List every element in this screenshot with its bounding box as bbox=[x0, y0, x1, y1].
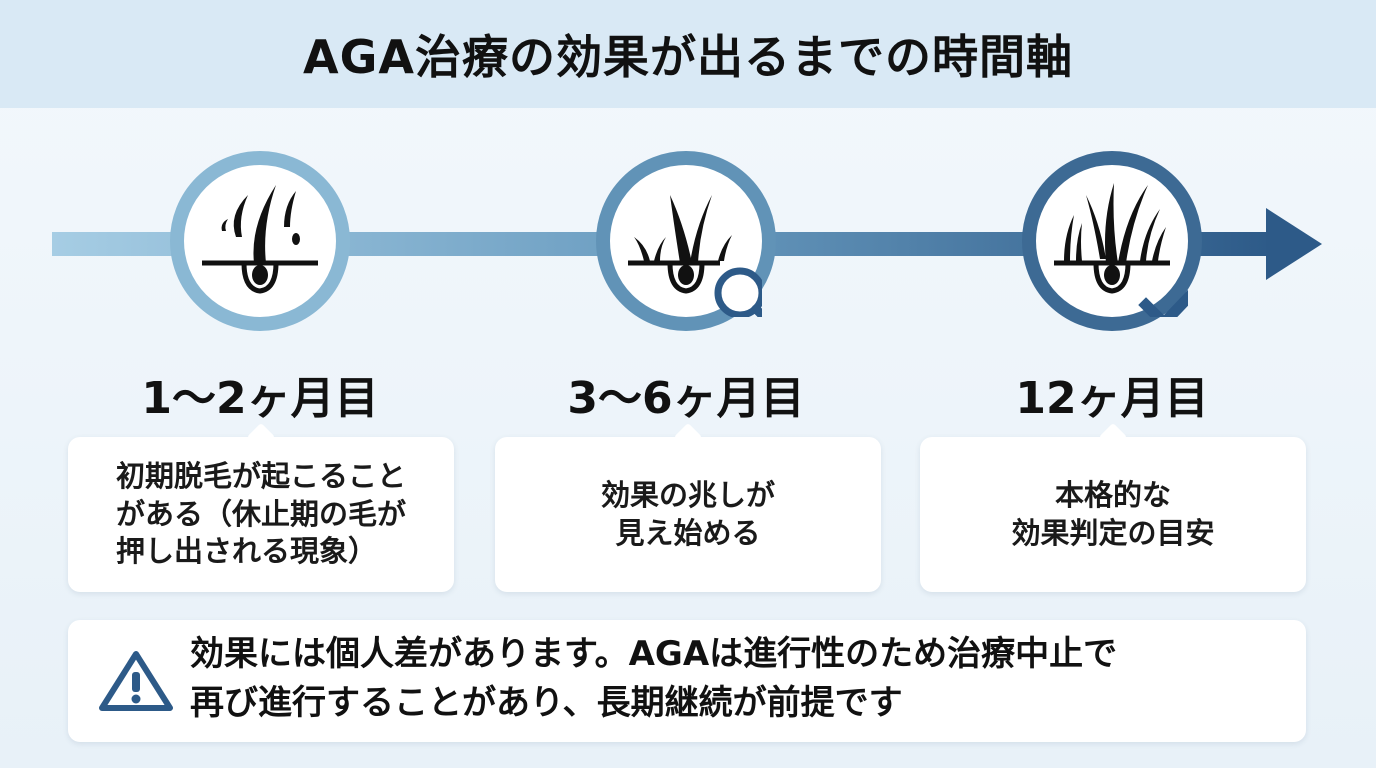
stage-1-label: 1〜2ヶ月目 bbox=[141, 373, 379, 424]
stage-2-circle bbox=[596, 151, 776, 331]
hair-follicle-check-icon bbox=[1054, 183, 1188, 317]
hair-follicle-shedding-icon bbox=[202, 185, 318, 294]
disclaimer-note: 効果には個人差があります。AGAは進行性のため治療中止で 再び進行することがあり… bbox=[68, 620, 1306, 742]
stage-3-description: 本格的な 効果判定の目安 bbox=[1011, 477, 1215, 550]
stage-2-label: 3〜6ヶ月目 bbox=[567, 373, 805, 424]
stage-3-label: 12ヶ月目 bbox=[1015, 373, 1209, 424]
header-banner: AGA治療の効果が出るまでの時間軸 bbox=[0, 0, 1376, 108]
stage-3-card: 本格的な 効果判定の目安 bbox=[920, 437, 1306, 592]
disclaimer-text: 効果には個人差があります。AGAは進行性のため治療中止で 再び進行することがあり… bbox=[190, 634, 1118, 724]
stage-2-card: 効果の兆しが 見え始める bbox=[495, 437, 881, 592]
stage-2-description: 効果の兆しが 見え始める bbox=[600, 477, 775, 550]
hair-follicle-magnifier-icon bbox=[628, 195, 762, 317]
warning-icon bbox=[99, 651, 173, 711]
stage-1-circle bbox=[170, 151, 350, 331]
page-title: AGA治療の効果が出るまでの時間軸 bbox=[303, 30, 1073, 84]
stage-3-circle bbox=[1022, 151, 1202, 331]
stage-1-card: 初期脱毛が起こること がある（休止期の毛が 押し出される現象） bbox=[68, 437, 454, 592]
stage-1-description: 初期脱毛が起こること がある（休止期の毛が 押し出される現象） bbox=[115, 458, 406, 569]
